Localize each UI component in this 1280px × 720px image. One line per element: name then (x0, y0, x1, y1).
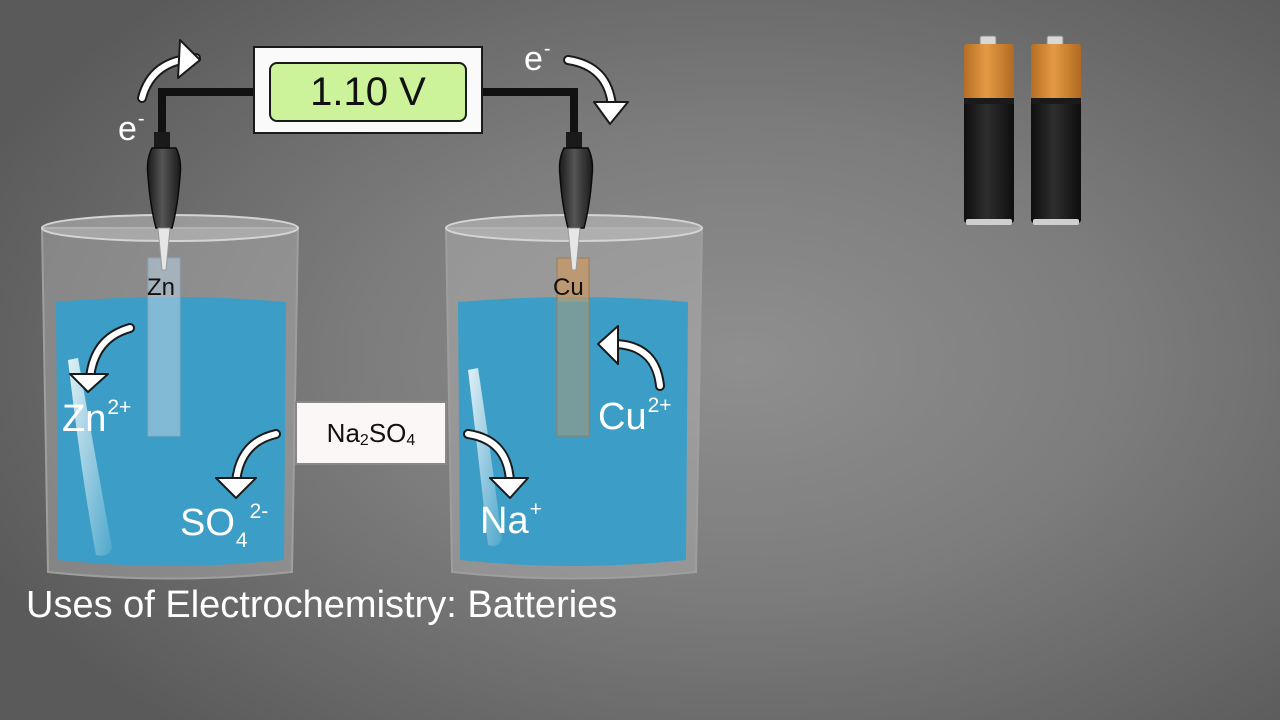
wire-circuit (158, 88, 578, 138)
electron-label-left: e- (118, 108, 145, 148)
electron-label-right: e- (524, 38, 551, 78)
zinc-electrode-label: Zn (147, 274, 176, 301)
na-ion-label: Na+ (480, 498, 542, 542)
zn-ion-label: Zn2+ (62, 396, 132, 440)
voltmeter-reading: 1.10 V (269, 62, 467, 122)
cu-ion-label: Cu2+ (598, 394, 672, 438)
left-alligator-clip (146, 132, 182, 271)
left-beaker-glare (68, 358, 112, 556)
salt-bridge-part2: SO (368, 417, 407, 448)
battery-icon (964, 35, 1014, 225)
caption-title: Uses of Electrochemistry: Batteries (26, 584, 618, 626)
salt-bridge-sub2: 4 (406, 432, 416, 449)
copper-electrode (556, 257, 590, 437)
right-beaker-glare (468, 368, 502, 546)
so4-ion-label: SO42- (180, 500, 269, 552)
salt-bridge-sub1: 2 (359, 432, 369, 449)
copper-electrode-label: Cu (553, 274, 584, 301)
zinc-electrode (147, 257, 181, 437)
salt-bridge-part1: Na (326, 417, 360, 448)
right-alligator-clip (558, 132, 594, 271)
battery-icon (1031, 35, 1081, 225)
